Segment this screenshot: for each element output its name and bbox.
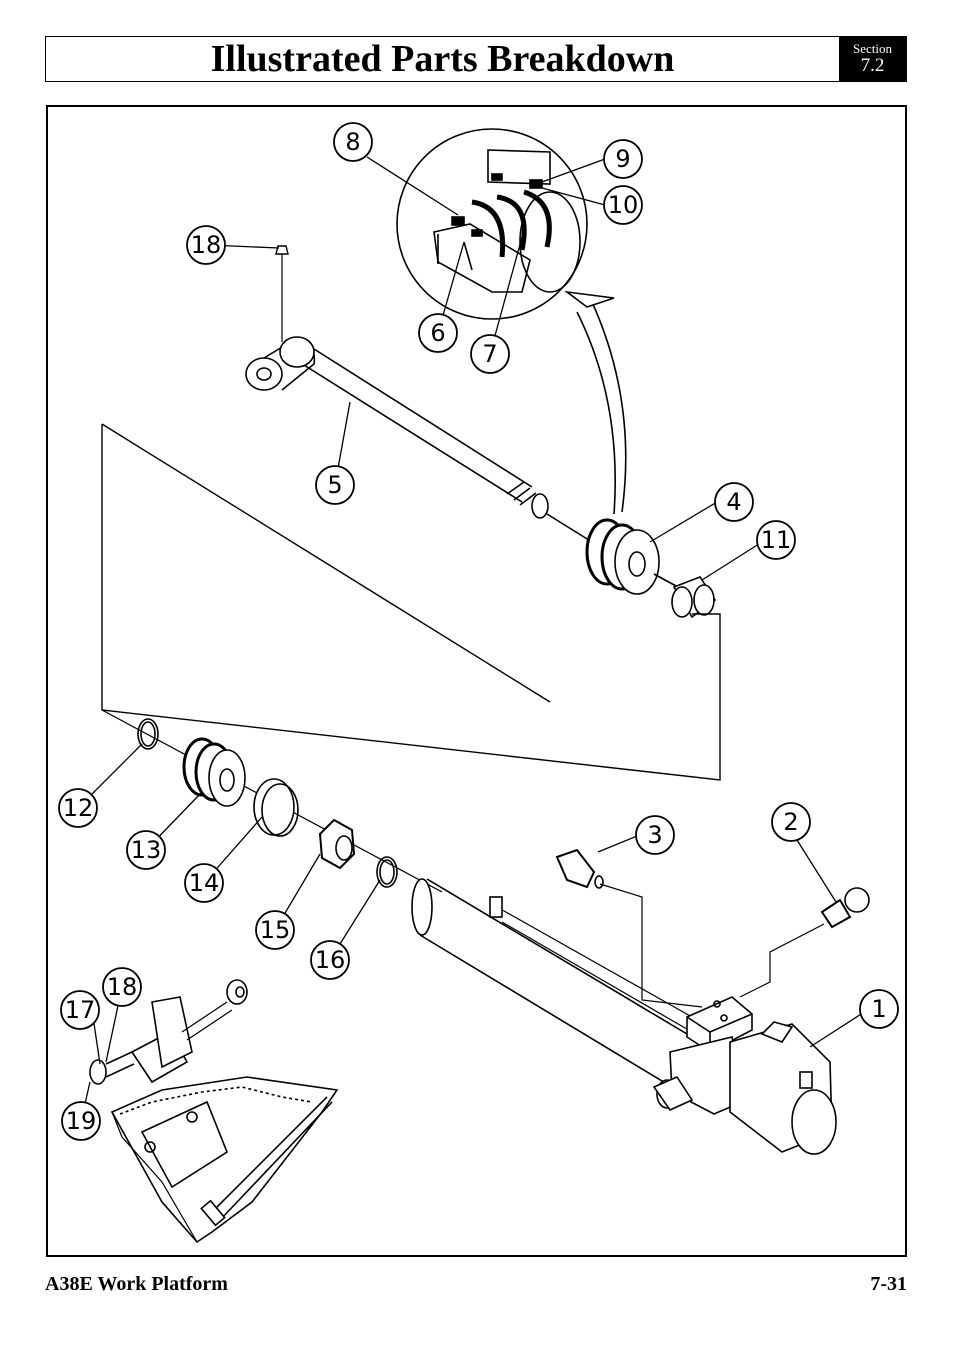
assembly-envelope <box>101 423 721 781</box>
grease-fitting-18 <box>275 245 289 342</box>
callout-2-circle <box>771 802 811 842</box>
solenoid-motor <box>729 1021 837 1155</box>
footer-page-number: 7-31 <box>870 1273 907 1295</box>
callout-7: 7 <box>482 340 497 368</box>
o-ring-16 <box>376 856 398 888</box>
valve-manifold <box>652 996 753 1115</box>
callout-12-circle <box>58 788 98 828</box>
callout-13: 13 <box>131 836 162 864</box>
spacer-bushing <box>671 576 717 619</box>
callout-19: 19 <box>66 1107 97 1135</box>
callout-15-circle <box>255 910 295 950</box>
callout-1: 1 <box>871 995 886 1023</box>
leader-lines <box>77 156 870 1122</box>
callout-18-bottom-circle <box>102 967 142 1007</box>
section-number: 7.2 <box>860 55 885 76</box>
callout-9-circle <box>603 139 643 179</box>
page-title: Illustrated Parts Breakdown <box>210 38 675 80</box>
callout-16-circle <box>310 940 350 980</box>
callout-12: 12 <box>63 794 94 822</box>
callout-19-circle <box>61 1101 101 1141</box>
callout-5: 5 <box>327 471 342 499</box>
callout-7-circle <box>470 334 510 374</box>
callout-18-top-circle <box>186 225 226 265</box>
callout-4-circle <box>714 482 754 522</box>
pressure-switch-3 <box>555 848 604 889</box>
callout-18-top: 18 <box>191 231 222 259</box>
detail-magnifier-circle <box>396 128 588 320</box>
callout-17: 17 <box>65 996 96 1024</box>
callout-17-circle <box>60 990 100 1030</box>
callout-4: 4 <box>726 488 741 516</box>
page-header: Illustrated Parts Breakdown Section 7.2 <box>45 36 907 82</box>
detail-arrow <box>591 301 627 513</box>
callout-14-circle <box>184 863 224 903</box>
piston-detail-section <box>433 149 581 293</box>
o-ring-12 <box>137 718 159 750</box>
callout-11: 11 <box>761 526 792 554</box>
callout-10: 10 <box>608 191 639 219</box>
lock-nut-15 <box>318 818 356 870</box>
callout-1-circle <box>859 989 899 1029</box>
seal-piston-13 <box>182 737 246 807</box>
cylinder-rod <box>245 336 593 543</box>
callout-16: 16 <box>315 946 346 974</box>
callout-18-bottom: 18 <box>107 973 138 1001</box>
callout-3: 3 <box>647 821 662 849</box>
callout-6-circle <box>418 313 458 353</box>
mounting-bracket-assembly <box>89 979 339 1244</box>
diagram-frame: 1 2 3 4 5 6 7 8 9 10 11 12 13 14 15 16 1… <box>46 105 907 1257</box>
callout-14: 14 <box>189 869 220 897</box>
footer-product-name: A38E Work Platform <box>45 1273 228 1295</box>
callout-8: 8 <box>345 128 360 156</box>
cylinder-barrel <box>411 878 693 1088</box>
piston <box>585 518 688 595</box>
callout-13-circle <box>126 830 166 870</box>
callout-9: 9 <box>615 145 630 173</box>
parts-diagram: 1 2 3 4 5 6 7 8 9 10 11 12 13 14 15 16 1… <box>58 122 899 1244</box>
wear-ring-14 <box>253 778 299 837</box>
callout-6: 6 <box>430 319 445 347</box>
section-label: Section <box>853 41 892 56</box>
callout-15: 15 <box>260 916 291 944</box>
callout-5-circle <box>315 465 355 505</box>
callout-3-circle <box>635 815 675 855</box>
callout-11-circle <box>756 520 796 560</box>
callout-2: 2 <box>783 808 798 836</box>
callout-10-circle <box>603 185 643 225</box>
callout-8-circle <box>333 122 373 162</box>
check-valve-2 <box>820 887 870 929</box>
section-badge: Section 7.2 <box>839 37 906 81</box>
